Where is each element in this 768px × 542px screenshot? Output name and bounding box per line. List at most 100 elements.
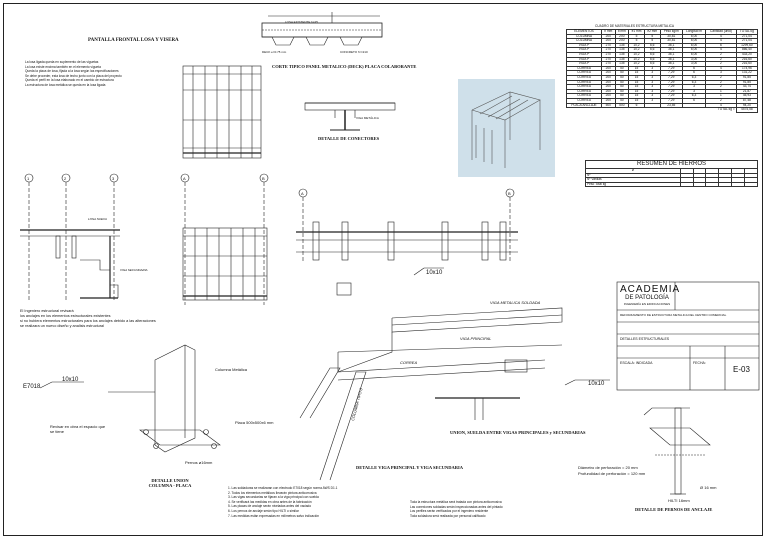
anchor-title: DETALLE DE PERNOS DE ANCLAJE <box>635 507 713 512</box>
weld-label: 10x10 <box>588 381 605 387</box>
connector-detail <box>304 102 396 131</box>
vigas-title: DETALLE VIGA PRINCIPAL Y VIGA SECUNDARIA <box>356 465 463 470</box>
panel-note: La losa existe encima también en el elem… <box>25 64 101 69</box>
panel-note: La estructura de losa metálica se queda … <box>25 82 106 87</box>
table-cell: 23,55 <box>659 102 683 109</box>
academia-logo: ACADEMIA DE PATOLOGÍA INGENIERÍA EN EDIF… <box>620 284 681 307</box>
extra-note: Toda soldadura será realizada por person… <box>410 513 486 518</box>
viga-metalica-label: VIGA METALICA SOLDADA <box>490 300 541 305</box>
structure-3d-model <box>458 79 555 177</box>
note-line: se realizara un nuevo diseño y analisis … <box>20 324 104 328</box>
correa-label: CORREA <box>400 360 418 365</box>
table-row: Peso Total kg <box>585 181 758 188</box>
logo-patologia: DE PATOLOGÍA <box>625 295 669 301</box>
connectors-title: DETALLE DE CONECTORES <box>318 136 380 141</box>
title-block-lines <box>616 281 760 391</box>
project-name: REFORZAMIENTO DE ESTRUCTURA METALICA DEL… <box>620 313 727 317</box>
union-title: UNION, SUELDA ENTRE VIGAS PRINCIPALES y … <box>450 430 586 435</box>
panel-note: La losa ligada queda en suplemento de la… <box>25 60 99 64</box>
deck-title: CORTE TIPICO PANEL METALICO (DECK) PLACA… <box>272 64 417 69</box>
axis-label: 3 <box>112 176 115 181</box>
drawing-sheet <box>3 3 763 536</box>
bottom-note: 6. Los pernos de anclaje serán tipo HILT… <box>228 508 299 513</box>
logo-subtitle: INGENIERÍA EN EDIFICACIONES <box>623 302 671 306</box>
bottom-note: 3. Las vigas secundarias se fijaran a la… <box>228 495 319 500</box>
diametro-label: Ø 16 mm <box>700 485 717 490</box>
table-header-row: ELEMENTOS h mm b mm e1 mm e2 mm Peso kg/… <box>565 29 759 35</box>
pernos-label: Pernos ø16mm <box>185 460 213 465</box>
dim-label: VIGA METÁLICA <box>356 116 379 120</box>
electrode-label: E7018 <box>23 384 41 390</box>
column-title: DETALLE UNION COLUMNA - PLACA <box>148 478 192 488</box>
sheet-code: E-03 <box>733 365 750 374</box>
table-cell: PLACA ANCLAJE <box>565 102 603 109</box>
bottom-notes: 1. Las soldaduras se realizaran con elec… <box>228 486 337 518</box>
axis-label: A <box>183 176 186 181</box>
viga-principal-label: VIGA PRINCIPAL <box>460 336 492 341</box>
extra-note: Las conexiones soldadas serán inspeccion… <box>410 504 503 509</box>
viga-isometric <box>299 307 563 481</box>
total-label: TOTAL kg = <box>717 107 735 112</box>
bottom-note: 7. Las medidas están expresadas en milím… <box>228 513 320 518</box>
columna-metalica-label: Columna Metálica <box>215 367 248 372</box>
table-row: ø <box>585 168 758 174</box>
placa-label: Placa 500x500x6 mm <box>235 420 274 425</box>
perforacion-label: Diámetro de perforación = 20 mm <box>578 465 638 470</box>
panel-note: Se debe proceder, esta losa de techo jun… <box>25 73 122 78</box>
panel-note: Queda la placa de losa, fijada a la losa… <box>25 69 119 74</box>
section-AB <box>180 173 269 305</box>
steel-table: ELEMENTOS h mm b mm e1 mm e2 mm Peso kg/… <box>565 29 759 113</box>
dim-label: CONCRETO f'c=210 <box>340 50 368 54</box>
deck-section <box>261 12 383 46</box>
axis-label: B <box>262 176 265 181</box>
row-label: Peso Total kg <box>585 181 681 188</box>
extra-notes: Toda la estructura metálica será tratada… <box>410 500 503 518</box>
losa-label: LOSA NUEVA <box>88 217 107 221</box>
date-label: FECHA: <box>693 361 706 365</box>
total-value: 4575,58 <box>735 107 759 113</box>
bottom-note: 4. Se verificará las medidas en obra ant… <box>228 499 312 504</box>
scale-label: ESCALA: INDICADA <box>620 361 653 365</box>
bottom-note: 5. Las placas de anclaje serán niveladas… <box>228 504 312 509</box>
steel-table-title: CUADRO DE MATERIALES ESTRUCTURA METALICA <box>595 24 675 28</box>
bottom-note: 2. Todos los elementos metálicos llevará… <box>228 490 317 495</box>
panel-note: Queda el perfil en la losa elaborado en … <box>25 78 114 83</box>
correa-elevation <box>296 188 518 296</box>
section-123 <box>20 173 120 300</box>
profundidad-label: Profundidad de perforación = 120 mm <box>578 471 646 476</box>
weld-label: 10x10 <box>62 377 79 383</box>
note-line: los anclajes en los elementos estructura… <box>20 314 111 318</box>
table-cell <box>681 102 707 109</box>
resumen-table: RESUMEN DE HIERROS ø Nº Nº Varillas Peso… <box>585 160 758 188</box>
axis-label: A <box>301 191 304 196</box>
extra-note: Los perfiles serán verificados por el in… <box>410 509 489 514</box>
table-cell: 500 <box>601 102 616 109</box>
panel-notes: La losa ligada queda en suplemento de la… <box>25 60 122 88</box>
panel-title: PANTALLA FRONTAL LOSA Y VISERA <box>88 38 179 43</box>
weld-label: 10x10 <box>426 270 443 276</box>
axis-label: 1 <box>27 176 30 181</box>
logo-academia: ACADEMIA <box>620 284 681 295</box>
dim-label: DECK e=0.75 mm <box>262 50 287 54</box>
revisar-label: Revisar en obra el espacio que se tiene <box>50 424 106 434</box>
axis-label: 2 <box>64 176 67 181</box>
dim-label: LOSA EXISTENTE h=25 <box>285 20 318 24</box>
bottom-note: 1. Las soldaduras se realizaran con elec… <box>228 486 338 490</box>
column-plate <box>108 344 221 453</box>
hilti-label: HILTI 16mm <box>668 498 690 503</box>
viga-secundaria-label: VIGA SECUNDARIA <box>120 268 148 272</box>
lamina-label: DETALLES ESTRUCTURALES <box>620 337 670 341</box>
table-total-row: TOTAL kg = 4575,58 <box>567 107 759 113</box>
note-line: El Ingeniero estructural revisará <box>20 309 74 313</box>
resumen-title: RESUMEN DE HIERROS <box>585 160 758 169</box>
axis-label: B <box>508 191 511 196</box>
panel-elevation <box>182 65 262 159</box>
engineer-note: El Ingeniero estructural revisará los an… <box>20 309 156 329</box>
anchor-detail <box>649 407 711 495</box>
